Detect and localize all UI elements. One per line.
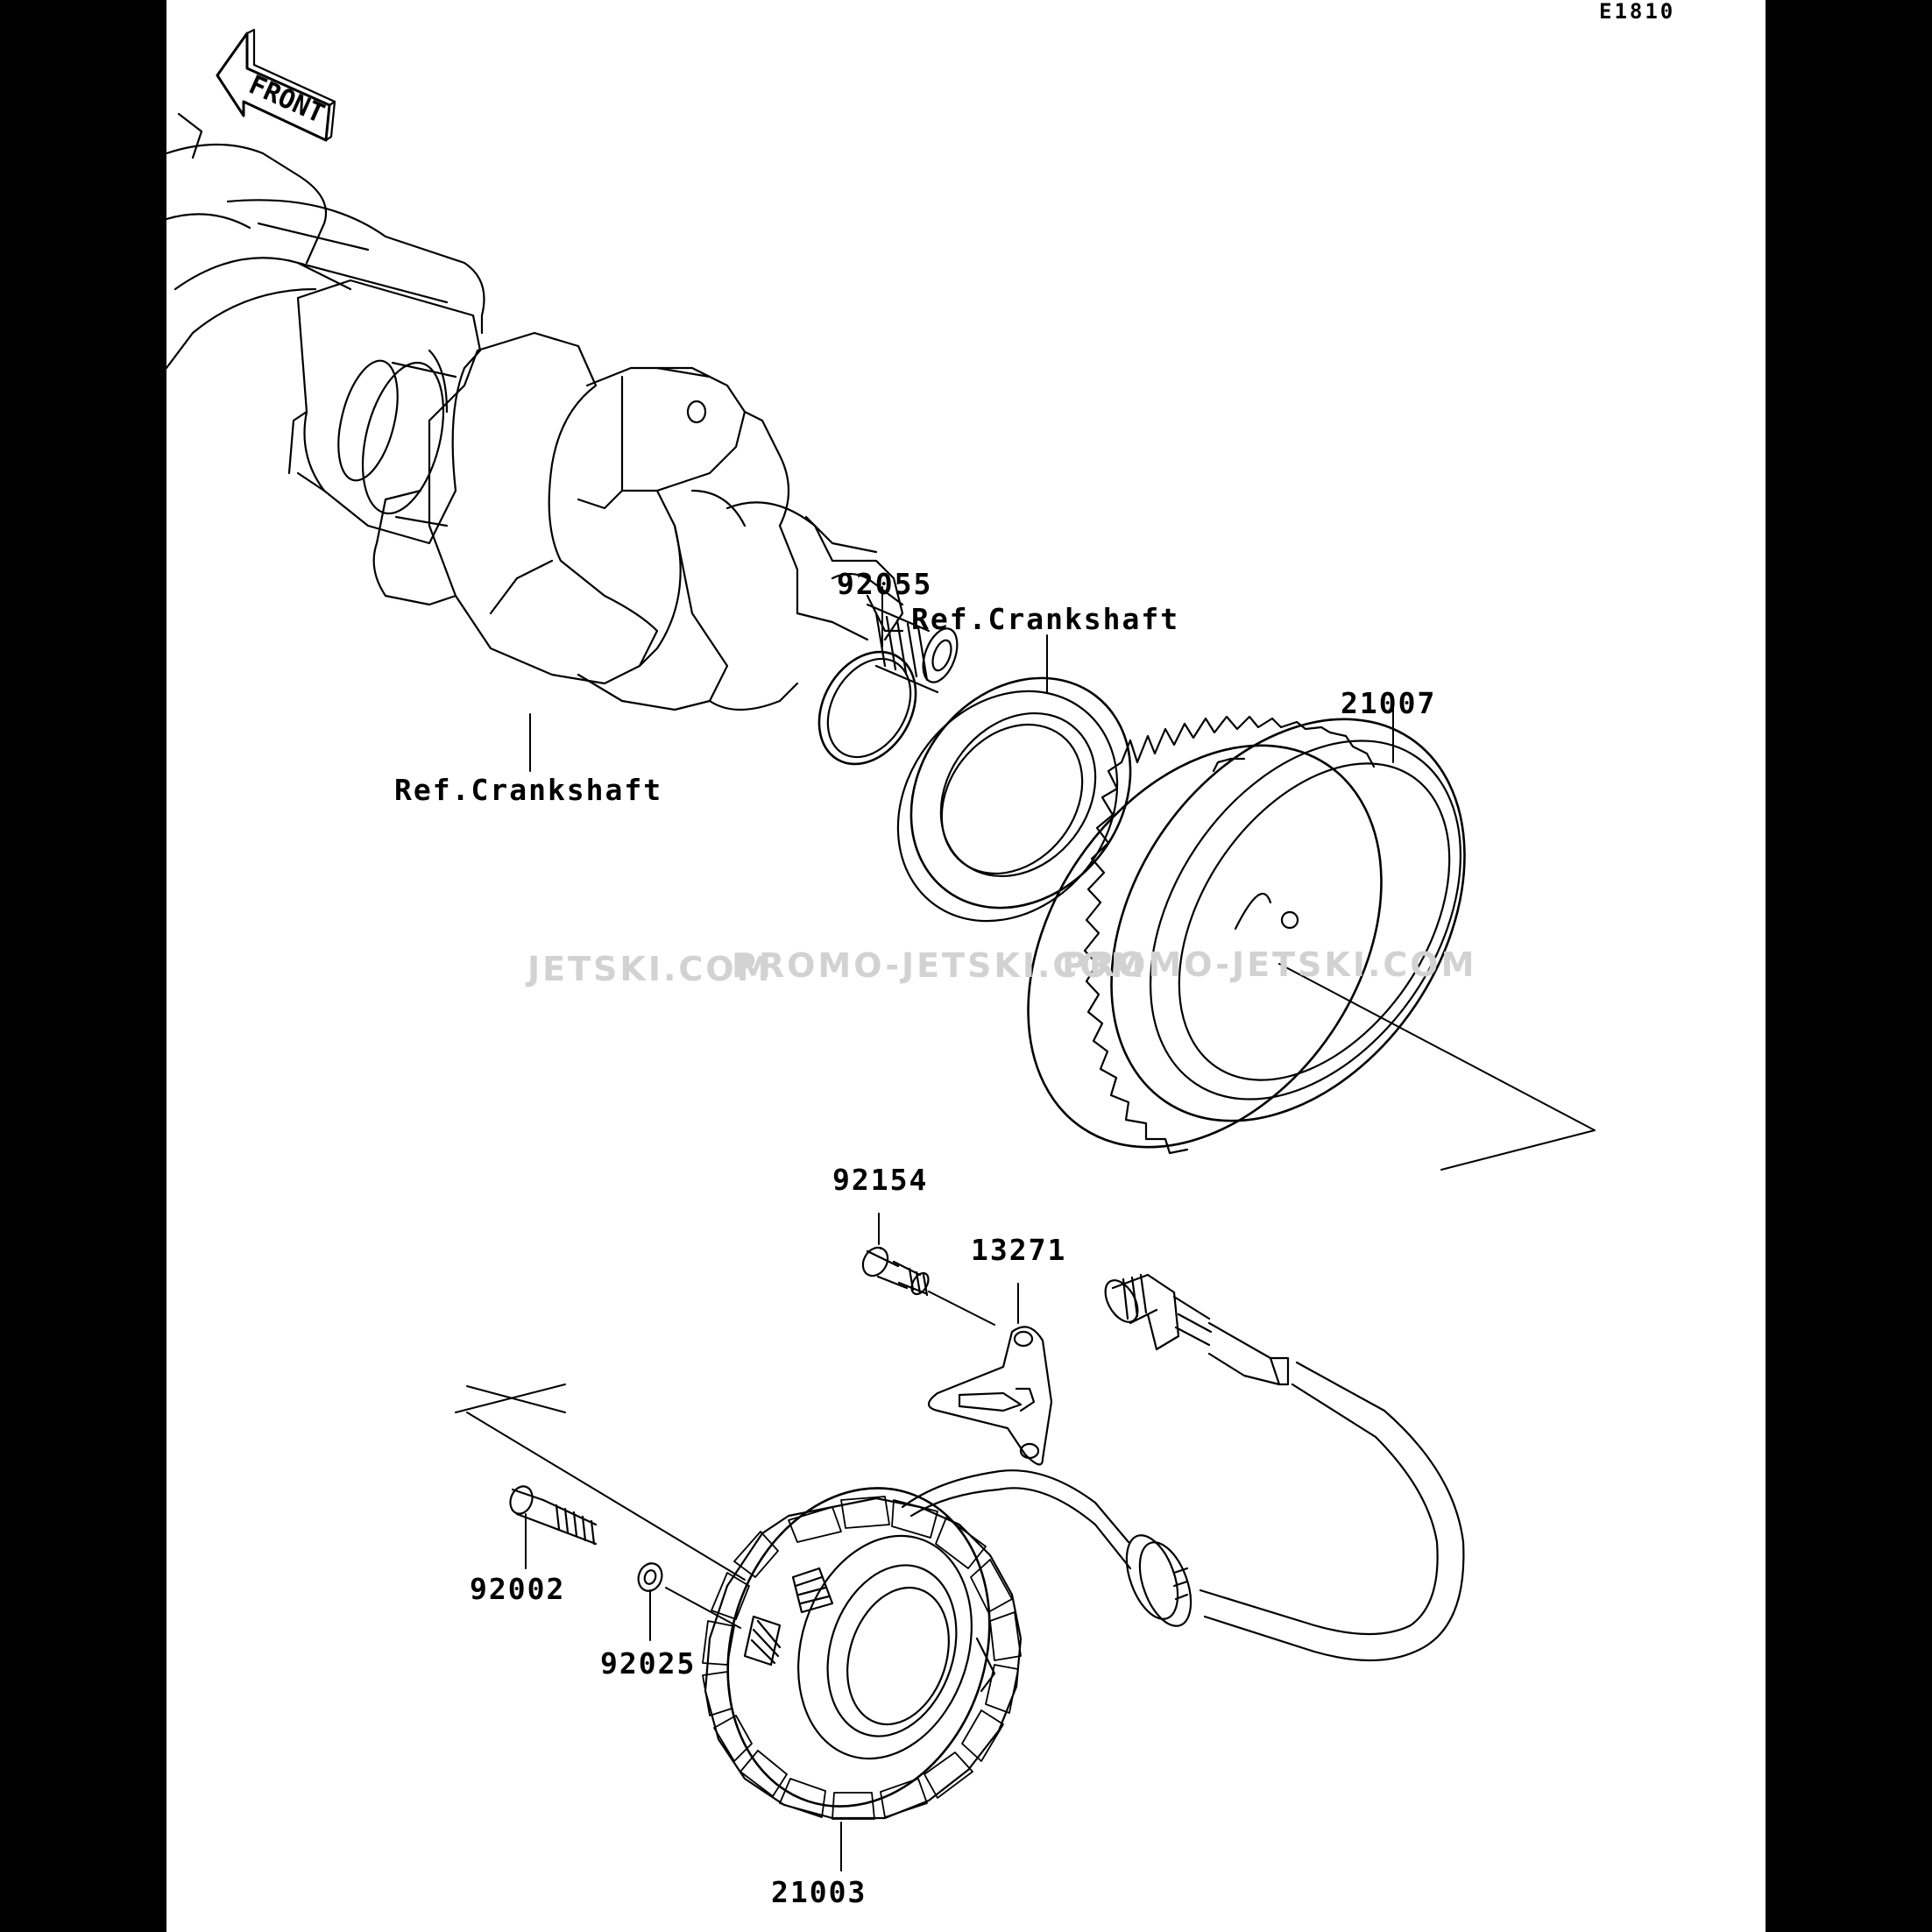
watermark-3: PROMO-JETSKI.COM (1062, 945, 1477, 984)
callout-92002: 92002 (470, 1572, 566, 1606)
part-21003-stator (688, 1454, 1030, 1871)
callout-ref-crankshaft-upper: Ref.Crankshaft (911, 602, 1180, 636)
callout-92025: 92025 (600, 1646, 697, 1681)
part-13271-plate (929, 1284, 1051, 1464)
callout-92154: 92154 (832, 1163, 929, 1197)
part-21007-flywheel (955, 653, 1595, 1214)
part-92002-bolt (506, 1483, 596, 1568)
diagram-sheet: FRONT (166, 0, 1766, 1932)
callout-ref-crankshaft-lower: Ref.Crankshaft (394, 773, 663, 807)
front-arrow-icon: FRONT (217, 30, 335, 140)
callout-21007: 21007 (1341, 686, 1437, 720)
part-92154-screw (858, 1214, 994, 1325)
watermark-2: PROMO-JETSKI.COM (732, 946, 1147, 985)
part-92055-ring (800, 587, 936, 782)
watermark-1: JETSKI.COM (527, 950, 773, 988)
diagram-code: E1810 (1599, 0, 1676, 24)
callout-92055: 92055 (837, 567, 933, 601)
oil-seal (853, 634, 1176, 965)
callout-21003: 21003 (771, 1875, 867, 1909)
callout-13271: 13271 (971, 1233, 1067, 1267)
crankshaft (166, 114, 964, 771)
exploded-view-drawing: FRONT (166, 0, 1766, 1932)
part-92025-washer (634, 1560, 740, 1640)
wire-harness (902, 1275, 1463, 1660)
